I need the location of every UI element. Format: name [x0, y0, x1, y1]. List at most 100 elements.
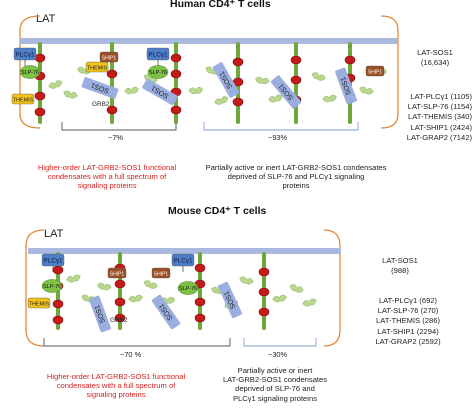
mouse-count-item: LAT-PLCγ1 (692) [378, 296, 438, 305]
themis-protein-box [85, 61, 109, 73]
phospho-tyrosine [52, 315, 64, 325]
grb2-label: GRB2 [92, 101, 110, 108]
grb2-adaptor [124, 86, 139, 95]
human-right-percent: ~93% [268, 133, 288, 142]
human-left-percent: ~7% [108, 133, 123, 142]
themis-protein-label: THEMIS [13, 97, 34, 103]
mouse-left-caption: Higher-order LAT-GRB2-SOS1 functional co… [46, 372, 186, 400]
human-count-item: LAT-THEMIS (340) [408, 112, 472, 122]
phospho-tyrosine [344, 55, 356, 65]
grb2-adaptor [268, 94, 283, 103]
grb2-shape [97, 282, 112, 291]
mouse-counts-list: LAT-PLCγ1 (692) LAT-SLP-76 (270) LAT-THE… [356, 296, 460, 347]
ship1-protein-box [107, 267, 127, 279]
phospho-tyrosine [232, 97, 244, 107]
grb2-adaptor [359, 86, 374, 95]
grb2-adaptor [272, 294, 287, 303]
mouse-left-bracket [25, 229, 45, 347]
grb2-adaptor [188, 86, 204, 95]
mouse-sos-count: LAT-SOS1 (988) [382, 256, 418, 276]
sos1-box [89, 295, 111, 333]
grb2-adaptor [214, 96, 229, 105]
slp76-protein [19, 65, 41, 79]
plcg1-protein-label: PLCγ1 [148, 51, 168, 58]
phospho-tyrosine [258, 267, 270, 277]
grb2-shape [143, 280, 158, 289]
grb2-shape [214, 96, 229, 105]
mouse-count-item: LAT-THEMIS (286) [376, 316, 440, 326]
grb2-shape [311, 72, 326, 81]
phospho-tyrosine [114, 279, 126, 289]
ship1-protein-label: SHIP1 [368, 69, 383, 75]
grb2-shape [255, 76, 270, 85]
sos1-protein: SOS1 [335, 67, 357, 105]
plcg1-protein-label: PLCγ1 [43, 257, 63, 264]
themis-protein-label: THEMIS [87, 65, 108, 71]
plcg1-protein-label: PLCγ1 [15, 51, 35, 58]
ship1-protein-box [99, 51, 119, 63]
slp76-protein [147, 65, 169, 79]
human-right-caption: Partially active or inert LAT-GRB2-SOS1 … [205, 163, 387, 191]
grb2-shape [128, 294, 143, 303]
human-panel-title: Human CD4⁺ T cells [170, 0, 271, 10]
human-count-item: LAT-GRAP2 (7142) [406, 132, 472, 142]
phospho-tyrosine [170, 69, 182, 79]
phospho-tyrosine [170, 105, 182, 115]
ship1-protein-label: SHIP1 [102, 55, 117, 61]
phospho-tyrosine [290, 55, 302, 65]
themis-protein-label: THEMIS [29, 301, 50, 307]
mouse-panel-title: Mouse CD4⁺ T cells [168, 205, 267, 217]
sos1-protein: SOS1 [89, 295, 111, 333]
grb2-shape [272, 294, 287, 303]
phospho-tyrosine [34, 53, 46, 63]
mouse-left-percent-bracket [43, 338, 231, 347]
mouse-count-item: LAT-GRAP2 (2592) [375, 336, 441, 346]
sos1-box [335, 67, 357, 105]
grb2-label: GRB2 [110, 317, 128, 324]
phospho-tyrosine [258, 307, 270, 317]
human-right-bracket [380, 15, 399, 129]
slp76-label: SLP-76 [43, 284, 61, 290]
grb2-shape [268, 94, 283, 103]
phospho-tyrosine [194, 263, 206, 273]
grb2-shape [322, 94, 337, 103]
mouse-lat-label: LAT [44, 228, 64, 240]
phospho-tyrosine [52, 265, 64, 275]
phospho-tyrosine [52, 299, 64, 309]
grb2-adaptor [48, 80, 63, 89]
grb2-shape [188, 86, 204, 95]
human-count-item: LAT-SHIP1 (2424) [410, 122, 472, 132]
grb2-shape [66, 274, 81, 283]
phospho-tyrosine [34, 91, 46, 101]
phospho-tyrosine [114, 297, 126, 307]
slp76-label: SLP-76 [179, 286, 197, 292]
grb2-adaptor [63, 90, 78, 99]
ship1-protein-label: SHIP1 [154, 271, 169, 277]
grb2-shape [48, 80, 63, 89]
sos1-box [151, 294, 181, 330]
grb2-adaptor [322, 94, 337, 103]
ship1-protein-label: SHIP1 [110, 271, 125, 277]
human-right-percent-bracket [203, 122, 359, 131]
plcg1-protein-label: PLCγ1 [173, 257, 193, 264]
grb2-adaptor [239, 276, 254, 285]
slp76-protein [177, 281, 199, 295]
phospho-tyrosine [258, 287, 270, 297]
sos1-box [270, 75, 302, 109]
grb2-adaptor [128, 294, 143, 303]
grb2-adaptor [97, 282, 112, 291]
grb2-adaptor [66, 274, 81, 283]
human-left-caption: Higher-order LAT-GRB2-SOS1 functional co… [37, 163, 177, 191]
mouse-right-percent: ~30% [268, 350, 288, 359]
human-membrane [20, 38, 398, 44]
grb2-shape [359, 86, 374, 95]
sos1-box [217, 281, 243, 319]
grb2-adaptor [255, 76, 270, 85]
sos1-protein: SOS1 [217, 281, 243, 319]
human-lat-label: LAT [36, 13, 56, 25]
mouse-right-caption: Partially active or inert LAT-GRB2-SOS1 … [222, 366, 328, 403]
ship1-protein-box [365, 65, 385, 77]
grb2-adaptor [302, 298, 317, 307]
human-left-percent-bracket [61, 122, 177, 131]
